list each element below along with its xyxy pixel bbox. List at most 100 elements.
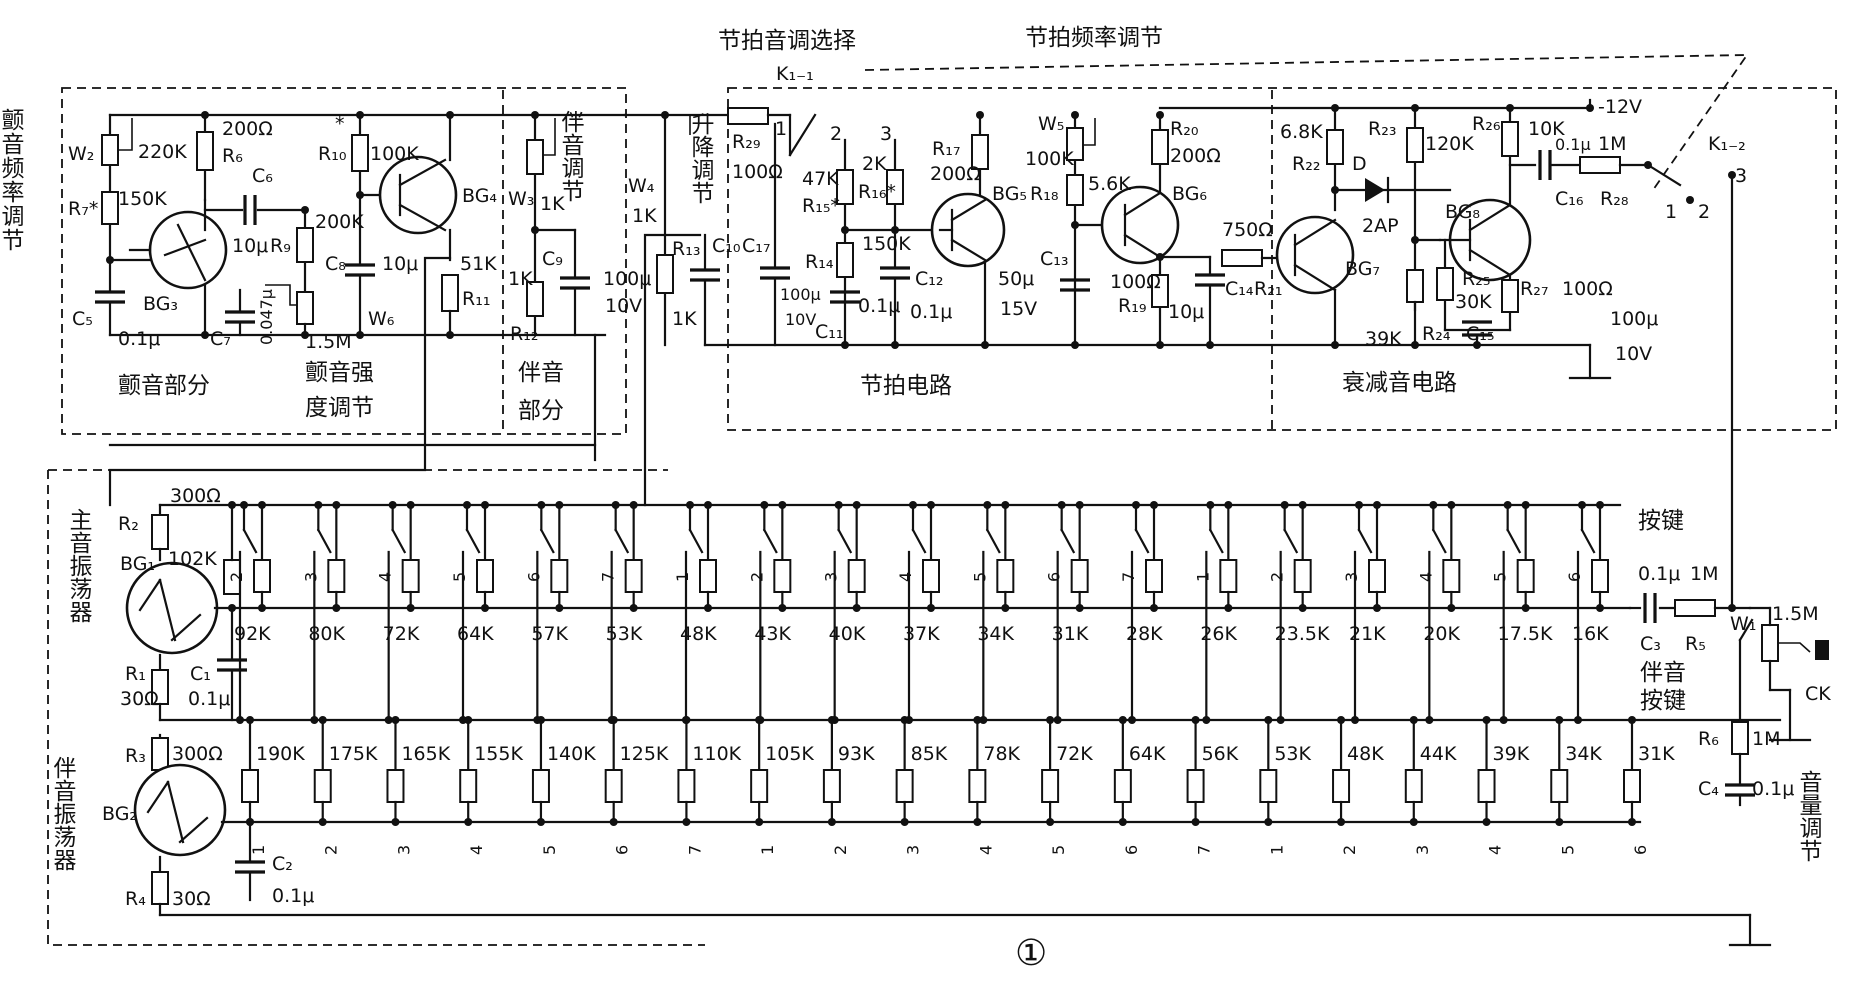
accomp-key-value: 39K — [1493, 743, 1530, 765]
label-10v-b: 10V — [785, 310, 816, 329]
accomp-key-top-dot — [1264, 716, 1273, 724]
key-switch-blade[interactable] — [614, 528, 630, 554]
accomp-key-dot — [1409, 818, 1418, 826]
key-switch-blade[interactable] — [688, 528, 704, 554]
key-resistor — [1516, 559, 1535, 593]
label-1m-5: 1M — [1690, 563, 1718, 585]
key-resistor — [550, 559, 569, 593]
key-switch-blade[interactable] — [465, 528, 481, 554]
accomp-key-resistor — [241, 769, 259, 803]
accomp-key-dot — [464, 818, 473, 826]
key-node-dot — [1150, 604, 1158, 612]
accomp-key-note: 4 — [467, 845, 486, 855]
main-key-note: 2 — [747, 572, 766, 582]
label-k-3: 3 — [1735, 165, 1747, 187]
accomp-adj-label: 伴音调节 — [557, 110, 585, 202]
key-ground-dot — [1276, 716, 1285, 724]
label-R1: R₁ — [125, 663, 146, 685]
label-c7v: 0.047μ — [257, 289, 276, 345]
label-R29: R₂₉ — [732, 131, 760, 153]
accomp-key-resistor — [1477, 769, 1496, 803]
key-resistor — [253, 559, 271, 593]
key-resistor — [1070, 559, 1089, 593]
label-15v: 15V — [1000, 298, 1037, 320]
label-W4: W₄ — [628, 175, 655, 197]
accomp-key-top-dot — [318, 716, 327, 724]
label-C9: C₉ — [542, 248, 563, 270]
label-W3: W₃ — [508, 188, 534, 210]
main-key-value: 37K — [903, 623, 940, 645]
accomp-key-dot — [536, 818, 545, 826]
key-node-dot — [1373, 604, 1381, 612]
key-switch-blade[interactable] — [1208, 528, 1224, 554]
label-BG1: BG₁ — [120, 553, 155, 575]
accomp-key-resistor — [531, 769, 550, 803]
decay-section — [1158, 98, 1736, 607]
accomp-key-resistor — [750, 769, 769, 803]
main-key-value: 40K — [829, 623, 866, 645]
key-switch-blade[interactable] — [1506, 528, 1522, 554]
main-key-value: 16K — [1572, 623, 1609, 645]
accomp-key-value: 78K — [983, 743, 1020, 765]
accomp-key-top-dot — [1555, 716, 1564, 724]
key-ground-dot — [1425, 716, 1434, 724]
key-switch-blade[interactable] — [762, 528, 778, 554]
key-switch-blade[interactable] — [539, 528, 555, 554]
label-750: 750Ω — [1222, 219, 1273, 241]
accomp-key-resistor — [822, 769, 841, 803]
key-switch-blade[interactable] — [837, 528, 853, 554]
label-BG2: BG₂ — [102, 803, 137, 825]
key-node-dot — [406, 604, 415, 612]
accomp-key-resistor — [1550, 769, 1569, 803]
main-key-value: 23.5K — [1275, 623, 1330, 645]
label-r30-4: 30Ω — [172, 888, 211, 910]
key-switch-blade[interactable] — [1580, 528, 1596, 554]
label-5-6k: 5.6K — [1088, 173, 1131, 195]
main-key-note: 5 — [1491, 572, 1510, 582]
key-switch-blade[interactable] — [1357, 528, 1373, 554]
label-c01-4: 0.1μ — [1752, 778, 1794, 800]
accomp-key-note: 5 — [540, 845, 559, 855]
accomp-key-top-dot — [827, 716, 836, 724]
label-C3: C₃ — [1640, 633, 1661, 655]
label-BG5: BG₅ — [992, 183, 1027, 205]
key-switch-blade[interactable] — [316, 528, 332, 554]
main-key-note: 4 — [376, 572, 395, 582]
key-switch-blade[interactable] — [1431, 528, 1447, 554]
key-resistor — [1219, 559, 1238, 593]
label-k-1: 1 — [1665, 201, 1677, 223]
keys-label: 按键 — [1638, 508, 1684, 534]
label-W1: W₁ — [1730, 613, 1756, 635]
key-switch-blade[interactable] — [1060, 528, 1076, 554]
key-switch-blade[interactable] — [985, 528, 1001, 554]
main-key-note: 7 — [599, 572, 618, 582]
label-W5: W₅ — [1038, 113, 1064, 135]
key-switch-blade[interactable] — [1283, 528, 1299, 554]
accomp-key-dot — [682, 818, 691, 826]
accomp-key-resistor — [1259, 769, 1278, 803]
label-R4: R₄ — [125, 888, 146, 910]
main-key-note: 3 — [1342, 572, 1361, 582]
accomp-key-dot — [1191, 818, 1200, 826]
accomp-key-dot — [1337, 818, 1346, 826]
label-100u-a: 100μ — [603, 268, 651, 290]
main-key-value: 34K — [977, 623, 1014, 645]
key-switch-blade[interactable] — [391, 528, 407, 554]
label-120k: 120K — [1425, 133, 1474, 155]
accomp-key-resistor — [895, 769, 914, 803]
label-c01-3: 0.1μ — [1638, 563, 1680, 585]
label-c5v: 0.1μ — [118, 328, 160, 350]
key-switch-blade[interactable] — [911, 528, 927, 554]
accomp-key-dot — [1264, 818, 1273, 826]
key-node-dot — [1298, 604, 1307, 612]
key-node-dot — [1224, 604, 1233, 612]
label-220k: 220K — [138, 141, 187, 163]
accomp-key-note: 2 — [322, 845, 341, 855]
accomp-key-top-dot — [973, 716, 982, 724]
key-switch-blade[interactable] — [1134, 528, 1150, 554]
key-switch-blade[interactable] — [242, 528, 258, 554]
main-key-note: 4 — [1416, 572, 1435, 582]
key-resistor — [1145, 559, 1163, 593]
beat-tone-select-label: 节拍音调选择 — [718, 28, 856, 54]
accomp-key-top-dot — [1482, 716, 1491, 724]
